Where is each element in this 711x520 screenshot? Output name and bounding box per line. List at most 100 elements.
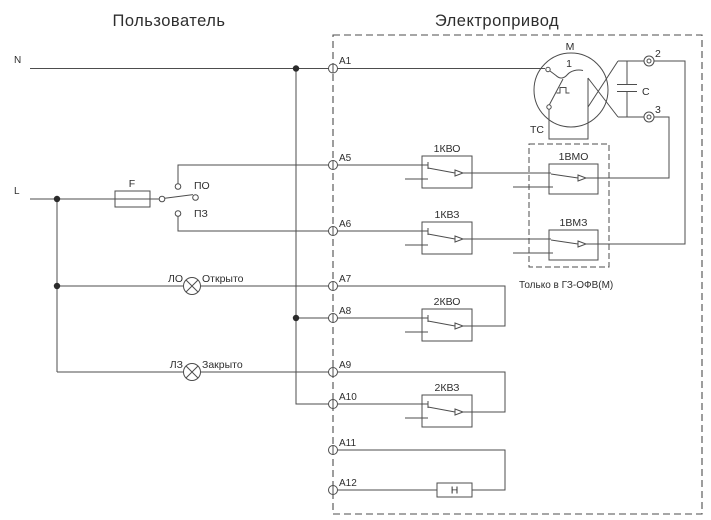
- switch-kvo2-contact: [427, 315, 456, 327]
- thermal-sensor-box: [548, 78, 589, 140]
- switch-kvz1-contact: [427, 228, 456, 240]
- terminal-label: A10: [339, 392, 357, 403]
- wire-lamp-open-a7: [57, 285, 506, 327]
- wire-neutral-bus: [295, 68, 428, 405]
- terminal-a5: A5: [328, 153, 352, 170]
- terminal-a6: A6: [328, 219, 352, 236]
- switch-open-label: ПО: [194, 180, 210, 192]
- motor-winding-cross-wires: [587, 60, 619, 118]
- selector-close-contact: [174, 210, 182, 217]
- switch-vmo1-label: 1ВМО: [559, 151, 589, 163]
- switch-kvz2-box: [421, 394, 473, 428]
- wire-vmz1-to-terminal2: [586, 60, 686, 245]
- user-section-title: Пользователь: [112, 12, 225, 30]
- capacitor-symbol: [617, 61, 637, 117]
- switch-kvo1-label: 1КВО: [434, 143, 461, 155]
- switch-kvz1-arrow: [454, 235, 465, 243]
- lamp-closed-cross: [185, 365, 199, 379]
- switch-kvo2-arrow: [454, 322, 465, 330]
- terminal-label: A9: [339, 360, 352, 371]
- switch-kvo1-arrow: [454, 169, 465, 177]
- junction-lamp-open: [53, 282, 61, 290]
- terminal-label: A8: [339, 306, 352, 317]
- wire-lamp-closed-a9: [57, 371, 506, 413]
- selector-open-contact: [174, 183, 182, 190]
- option-note: Только в ГЗ-ОФВ(М): [519, 280, 613, 291]
- thermal-contact-curve: [549, 69, 584, 79]
- switch-vmo1-arrow: [577, 174, 588, 182]
- terminal-strip: A1 A5 A6 A7 A8 A9 A1: [328, 56, 357, 495]
- switch-kvz1-box: [421, 221, 473, 255]
- fuse-symbol: [114, 190, 151, 208]
- lamp-closed: ЛЗ Закрыто: [170, 359, 243, 381]
- drive-section-title: Электропривод: [435, 12, 559, 30]
- motor-terminal3-inner: [646, 114, 652, 120]
- net-neutral-label: N: [14, 55, 21, 66]
- switch-kvz1-label: 1КВЗ: [435, 209, 460, 221]
- wire-vmo1-to-terminal3: [586, 116, 670, 179]
- selector-switch: ПО ПЗ: [158, 180, 210, 220]
- switch-kvo2-box: [421, 308, 473, 342]
- terminal-label: A7: [339, 274, 352, 285]
- capacitor-circuit: С 2 3: [617, 48, 661, 123]
- motor-terminal2-inner: [646, 58, 652, 64]
- switch-vmz1-contact: [550, 239, 579, 245]
- terminal-a1: A1: [328, 56, 352, 74]
- switch-vmz1-box: [548, 229, 599, 261]
- terminal-a8: A8: [328, 306, 352, 323]
- thermal-contact-arm: [549, 78, 564, 105]
- switch-spare-stubs: [405, 178, 553, 419]
- switch-vmo1-contact: [550, 173, 579, 179]
- junction-neutral: [292, 65, 300, 72]
- junction-line: [53, 195, 61, 203]
- selector-arm-tip: [192, 194, 199, 201]
- switch-vmz1-label: 1ВМЗ: [560, 217, 588, 229]
- lamp-closed-ref: ЛЗ: [170, 359, 183, 371]
- net-line-label: L: [14, 186, 20, 197]
- terminal-a7: A7: [328, 274, 352, 291]
- drive-enclosure-border: [332, 34, 703, 515]
- wire-pz-a6: [177, 216, 428, 232]
- selector-common-contact: [158, 195, 166, 203]
- switch-kvo1-box: [421, 155, 473, 189]
- lamp-closed-caption: Закрыто: [202, 359, 243, 371]
- capacitor-label: С: [642, 86, 650, 98]
- heater-box: [436, 482, 473, 498]
- terminal-a10: A10: [328, 392, 357, 409]
- motor-contact-bottom: [546, 104, 552, 110]
- motor-terminal2-label: 2: [655, 48, 661, 60]
- switch-vmz1-arrow: [577, 240, 588, 248]
- terminal-label: A5: [339, 153, 352, 164]
- terminal-a11: A11: [328, 438, 356, 455]
- thermal-sensor-label: ТС: [530, 124, 544, 136]
- heater: Н: [436, 482, 473, 498]
- thermal-element-symbol: [556, 87, 570, 94]
- motor-circle: [533, 52, 609, 128]
- motor: М 1 ТС: [530, 41, 619, 140]
- junction-dots: [53, 65, 300, 322]
- limit-switches: 1КВО 1КВЗ 2КВО 2КВЗ: [421, 143, 473, 428]
- terminal-label: A1: [339, 56, 352, 67]
- switch-kvz2-arrow: [454, 408, 465, 416]
- switch-kvz2-contact: [427, 401, 456, 413]
- junction-a8: [292, 314, 300, 322]
- switch-closed-label: ПЗ: [194, 208, 208, 220]
- switch-kvz2-label: 2КВЗ: [435, 382, 460, 394]
- wire-a11: [333, 449, 506, 491]
- wires: [30, 60, 686, 491]
- motor-terminal3-label: 3: [655, 104, 661, 116]
- selector-arm: [164, 194, 194, 199]
- motor-contact-top: [545, 66, 551, 73]
- micro-switches: 1ВМО 1ВМЗ Только в ГЗ-ОФВ(М): [519, 151, 613, 291]
- terminal-label: A12: [339, 478, 357, 489]
- wire-po-a5: [177, 164, 428, 184]
- lamp-open-caption: Открыто: [202, 273, 244, 285]
- fuse-label: F: [129, 178, 135, 190]
- terminal-label: A11: [339, 438, 356, 449]
- motor-contact-label: 1: [566, 58, 572, 70]
- lamp-open: ЛО Открыто: [168, 273, 244, 295]
- terminal-label: A6: [339, 219, 352, 230]
- heater-label: Н: [451, 485, 459, 497]
